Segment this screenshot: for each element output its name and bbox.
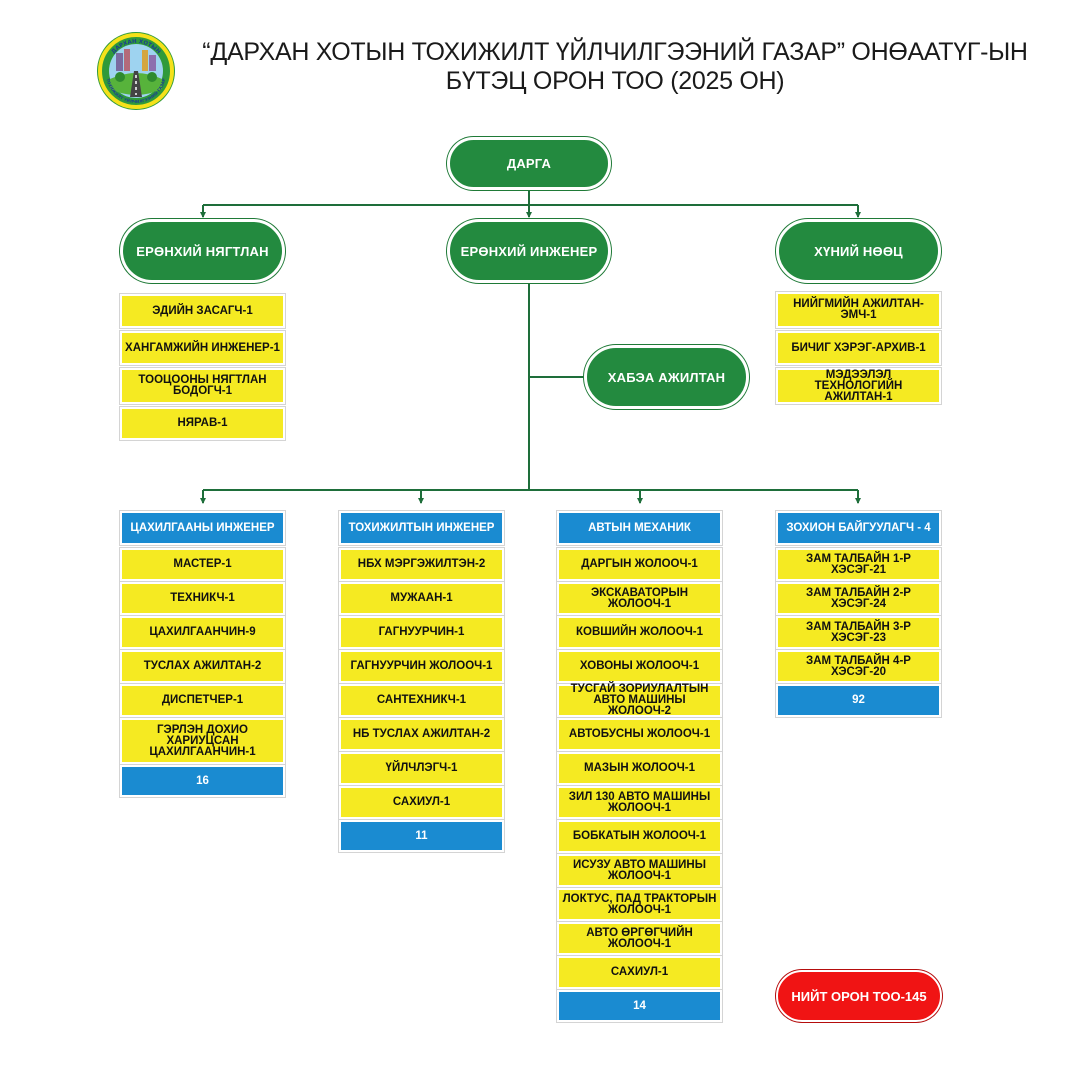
department-staff-item: ЦАХИЛГААНЧИН-9 bbox=[120, 616, 285, 649]
department-staff-item: АВТО ӨРГӨГЧИЙН ЖОЛООЧ-1 bbox=[557, 922, 722, 955]
page-title-line-1: “ДАРХАН ХОТЫН ТОХИЖИЛТ ҮЙЛЧИЛГЭЭНИЙ ГАЗА… bbox=[202, 38, 1028, 66]
department-staff-item: ЭКСКАВАТОРЫН ЖОЛООЧ-1 bbox=[557, 582, 722, 615]
department-staff-item: МУЖААН-1 bbox=[339, 582, 504, 615]
department-staff-item: ТУСЛАХ АЖИЛТАН-2 bbox=[120, 650, 285, 683]
department-staff-item: ТЕХНИКЧ-1 bbox=[120, 582, 285, 615]
department-staff-item: ИСУЗУ АВТО МАШИНЫ ЖОЛООЧ-1 bbox=[557, 854, 722, 887]
hr-staff-item: НИЙГМИЙН АЖИЛТАН-ЭМЧ-1 bbox=[776, 292, 941, 328]
hr-staff-item: МЭДЭЭЛЭЛ ТЕХНОЛОГИЙН АЖИЛТАН-1 bbox=[776, 368, 941, 404]
department-staff-item: МАЗЫН ЖОЛООЧ-1 bbox=[557, 752, 722, 785]
accountant-staff-item: ТООЦООНЫ НЯГТЛАН БОДОГЧ-1 bbox=[120, 368, 285, 404]
department-head: ЦАХИЛГААНЫ ИНЖЕНЕР bbox=[120, 511, 285, 545]
accountant-staff-item: ЭДИЙН ЗАСАГЧ-1 bbox=[120, 294, 285, 328]
department-staff-item: НБХ МЭРГЭЖИЛТЭН-2 bbox=[339, 548, 504, 581]
department-staff-item: ДАРГЫН ЖОЛООЧ-1 bbox=[557, 548, 722, 581]
hr-staff-item: БИЧИГ ХЭРЭГ-АРХИВ-1 bbox=[776, 331, 941, 365]
department-total: 11 bbox=[339, 820, 504, 852]
department-staff-item: ҮЙЛЧЛЭГЧ-1 bbox=[339, 752, 504, 785]
department-staff-item: САХИУЛ-1 bbox=[339, 786, 504, 819]
page-title: “ДАРХАН ХОТЫН ТОХИЖИЛТ ҮЙЛЧИЛГЭЭНИЙ ГАЗА… bbox=[200, 38, 1030, 96]
department-head: АВТЫН МЕХАНИК bbox=[557, 511, 722, 545]
node-chief-engineer: ЕРӨНХИЙ ИНЖЕНЕР bbox=[447, 219, 611, 283]
department-staff-item: ГЭРЛЭН ДОХИО ХАРИУЦСАН ЦАХИЛГААНЧИН-1 bbox=[120, 718, 285, 764]
department-staff-item: ЗАМ ТАЛБАЙН 2-Р ХЭСЭГ-24 bbox=[776, 582, 941, 615]
department-staff-item: ТУСГАЙ ЗОРИУЛАЛТЫН АВТО МАШИНЫ ЖОЛООЧ-2 bbox=[557, 683, 722, 717]
grand-total-badge: НИЙТ ОРОН ТОО-145 bbox=[776, 970, 942, 1022]
department-head: ТОХИЖИЛТЫН ИНЖЕНЕР bbox=[339, 511, 504, 545]
department-staff-item: ЗАМ ТАЛБАЙН 3-Р ХЭСЭГ-23 bbox=[776, 616, 941, 649]
department-staff-item: ГАГНУУРЧИН-1 bbox=[339, 616, 504, 649]
department-total: 16 bbox=[120, 765, 285, 797]
department-staff-item: ДИСПЕТЧЕР-1 bbox=[120, 684, 285, 717]
department-staff-item: ГАГНУУРЧИН ЖОЛООЧ-1 bbox=[339, 650, 504, 683]
node-director: ДАРГА bbox=[447, 137, 611, 190]
department-staff-item: ЗАМ ТАЛБАЙН 1-Р ХЭСЭГ-21 bbox=[776, 548, 941, 581]
accountant-staff-item: ХАНГАМЖИЙН ИНЖЕНЕР-1 bbox=[120, 331, 285, 365]
department-staff-item: КОВШИЙН ЖОЛООЧ-1 bbox=[557, 616, 722, 649]
department-staff-item: АВТОБУСНЫ ЖОЛООЧ-1 bbox=[557, 718, 722, 751]
page-title-line-2: БҮТЭЦ ОРОН ТОО (2025 ОН) bbox=[445, 67, 785, 95]
department-staff-item: НБ ТУСЛАХ АЖИЛТАН-2 bbox=[339, 718, 504, 751]
department-staff-item: ЛОКТУС, ПАД ТРАКТОРЫН ЖОЛООЧ-1 bbox=[557, 888, 722, 921]
department-head: ЗОХИОН БАЙГУУЛАГЧ - 4 bbox=[776, 511, 941, 545]
accountant-staff-item: НЯРАВ-1 bbox=[120, 407, 285, 440]
department-staff-item: МАСТЕР-1 bbox=[120, 548, 285, 581]
department-staff-item: ХОВОНЫ ЖОЛООЧ-1 bbox=[557, 650, 722, 683]
node-human-resources: ХҮНИЙ НӨӨЦ bbox=[776, 219, 941, 283]
department-staff-item: САХИУЛ-1 bbox=[557, 956, 722, 989]
department-total: 92 bbox=[776, 684, 941, 717]
department-staff-item: ЗИЛ 130 АВТО МАШИНЫ ЖОЛООЧ-1 bbox=[557, 786, 722, 819]
organization-logo: ДАРХАН ХОТЫН ТОХИЖИЛТ ҮЙЛЧИЛГЭЭНИЙ ГАЗАР bbox=[96, 31, 176, 111]
node-chief-accountant: ЕРӨНХИЙ НЯГТЛАН bbox=[120, 219, 285, 283]
department-staff-item: ЗАМ ТАЛБАЙН 4-Р ХЭСЭГ-20 bbox=[776, 650, 941, 683]
department-staff-item: БОБКАТЫН ЖОЛООЧ-1 bbox=[557, 820, 722, 853]
department-staff-item: САНТЕХНИКЧ-1 bbox=[339, 684, 504, 717]
department-total: 14 bbox=[557, 990, 722, 1022]
node-safety-officer: ХАБЭА АЖИЛТАН bbox=[584, 345, 749, 409]
